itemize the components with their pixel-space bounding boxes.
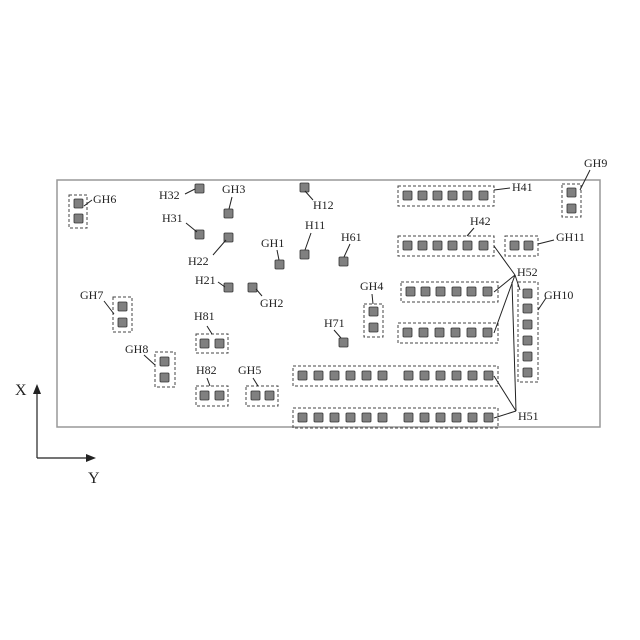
label-h11: H11 (305, 218, 325, 232)
label-h32: H32 (159, 188, 180, 202)
label-h52: H52 (517, 265, 538, 279)
label-gh7: GH7 (80, 288, 103, 302)
label-gh3: GH3 (222, 182, 245, 196)
x-axis-arrowhead (33, 384, 41, 394)
label-gh10: GH10 (544, 288, 573, 302)
label-h61: H61 (341, 230, 362, 244)
label-h12: H12 (313, 198, 334, 212)
label-gh8: GH8 (125, 342, 148, 356)
x-axis-label: X (15, 382, 27, 399)
y-axis-label: Y (88, 470, 100, 487)
label-h22: H22 (188, 254, 209, 268)
label-gh6: GH6 (93, 192, 116, 206)
label-h42: H42 (470, 214, 491, 228)
label-gh4: GH4 (360, 279, 383, 293)
label-h21: H21 (195, 273, 216, 287)
label-h82: H82 (196, 363, 217, 377)
label-h41: H41 (512, 180, 533, 194)
label-h31: H31 (162, 211, 183, 225)
label-h51: H51 (518, 409, 539, 423)
y-axis-arrowhead (86, 454, 96, 462)
group-row-d (293, 408, 498, 428)
label-gh9: GH9 (584, 156, 607, 170)
label-h81: H81 (194, 309, 215, 323)
label-gh5: GH5 (238, 363, 261, 377)
group-row-c (293, 366, 498, 386)
board-outline (57, 180, 600, 427)
label-gh2: GH2 (260, 296, 283, 310)
label-gh1: GH1 (261, 236, 284, 250)
label-gh11: GH11 (556, 230, 585, 244)
label-h71: H71 (324, 316, 345, 330)
